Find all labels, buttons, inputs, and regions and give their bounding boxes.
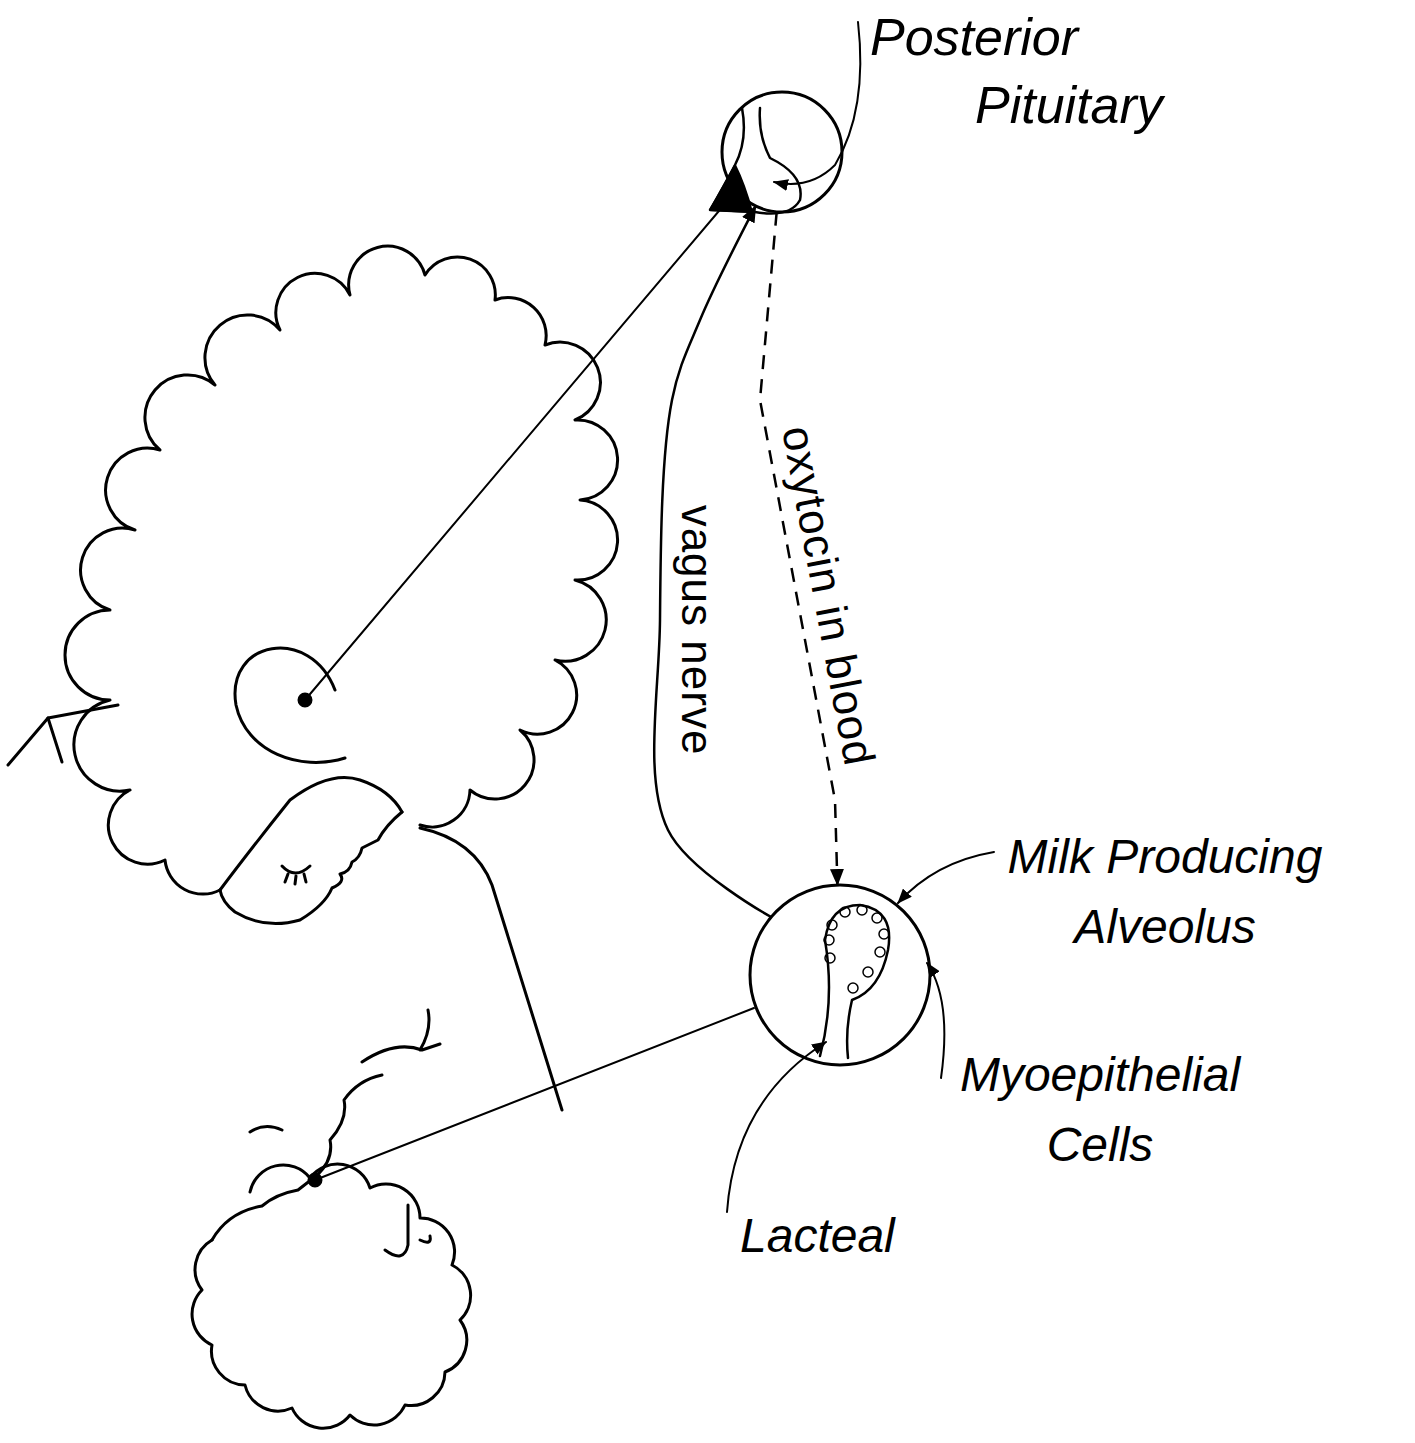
mother-hair xyxy=(65,246,618,894)
label-holder: Lacteal xyxy=(740,1205,940,1267)
alveolus-cells xyxy=(824,905,889,993)
mouth-pointer-line xyxy=(315,1008,754,1180)
mother-eyelash xyxy=(285,874,306,884)
baby-hair xyxy=(192,1164,471,1428)
part-label: Lacteal xyxy=(740,1205,940,1267)
circle-outline xyxy=(748,883,932,1067)
baby-face xyxy=(212,1075,382,1240)
edge-label-holder: oxytocin in blood xyxy=(770,422,885,771)
mother-eye xyxy=(282,866,310,873)
ear-pointer-line xyxy=(305,192,735,700)
circle-border xyxy=(722,92,842,212)
alveolus-circle: Milk Producing Alveolus xyxy=(748,883,932,1067)
mother-back xyxy=(48,718,62,762)
circle-border xyxy=(750,885,930,1065)
mother-face xyxy=(220,812,402,924)
pathway-label: vagus nerve xyxy=(671,505,724,756)
mother-neck xyxy=(420,828,562,1110)
baby-hand xyxy=(362,1010,440,1062)
leader-line xyxy=(898,852,994,903)
posterior-lobe xyxy=(710,165,752,212)
baby-eye xyxy=(250,1126,282,1132)
part-label: Milk Producing Alveolus xyxy=(1000,822,1330,961)
part-label: Posterior Pituitary xyxy=(870,4,1235,139)
mother-hairline xyxy=(220,778,402,891)
mother-ear xyxy=(235,648,345,762)
mother-shoulder xyxy=(8,705,118,765)
leader-line xyxy=(727,1042,826,1212)
nerve-pathway xyxy=(654,206,771,917)
baby-ear xyxy=(385,1205,430,1256)
pathway-label: oxytocin in blood xyxy=(770,422,885,771)
alveolus-flask xyxy=(820,905,889,1058)
pituitary-circle: Posterior Pituitary xyxy=(720,90,844,214)
edge-label-holder: vagus nerve xyxy=(671,505,724,756)
label-holder: Myoepithelial Cells xyxy=(950,1040,1250,1179)
part-label: Myoepithelial Cells xyxy=(950,1040,1250,1179)
circle-outline xyxy=(720,90,844,214)
